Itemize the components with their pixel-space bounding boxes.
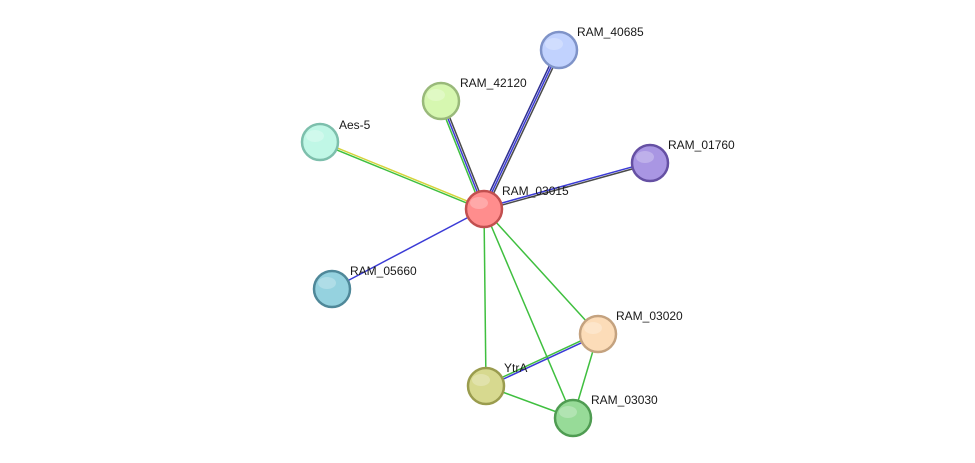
node-ram-01760[interactable]: RAM_01760: [630, 138, 735, 183]
node-label: RAM_40685: [577, 25, 644, 39]
node-highlight: [306, 130, 324, 142]
node-label: YtrA: [504, 361, 527, 375]
edge-evidence-line: [484, 163, 651, 211]
node-label: RAM_03020: [616, 309, 683, 323]
edge-evidence-line: [331, 208, 485, 290]
node-highlight: [470, 197, 488, 209]
node-circle[interactable]: [464, 189, 504, 229]
node-ram-03015[interactable]: RAM_03015: [464, 184, 569, 229]
edge-evidence-line: [320, 140, 485, 209]
node-label: RAM_01760: [668, 138, 735, 152]
node-circle[interactable]: [539, 30, 579, 70]
edge-ram-03015-aes-5[interactable]: [319, 140, 485, 211]
edge-evidence-line: [483, 208, 487, 387]
nodes-layer: RAM_03015 RAM_40685RAM_42120Aes-5RAM_0176…: [300, 25, 735, 438]
node-highlight: [318, 277, 336, 289]
node-ytra[interactable]: YtrA: [466, 361, 527, 406]
node-circle[interactable]: [630, 143, 670, 183]
node-label: RAM_05660: [350, 264, 417, 278]
edge-ram-03015-ram-05660[interactable]: [331, 208, 485, 290]
node-label: RAM_03030: [591, 393, 658, 407]
node-highlight: [636, 151, 654, 163]
edge-ytra-ram-03020[interactable]: [485, 332, 599, 388]
edge-evidence-line: [438, 101, 483, 211]
node-highlight: [584, 322, 602, 334]
node-highlight: [427, 89, 445, 101]
node-circle[interactable]: [553, 398, 593, 438]
node-ram-03030[interactable]: RAM_03030: [553, 393, 658, 438]
node-label: RAM_42120: [460, 76, 527, 90]
node-circle[interactable]: [300, 122, 340, 162]
edge-evidence-line: [483, 161, 650, 209]
node-ram-03020[interactable]: RAM_03020: [578, 309, 683, 354]
node-label: Aes-5: [339, 118, 371, 132]
node-circle[interactable]: [578, 314, 618, 354]
node-circle[interactable]: [312, 269, 352, 309]
node-highlight: [472, 374, 490, 386]
edge-ram-03015-ram-03030[interactable]: [483, 208, 574, 419]
edge-ram-03015-ytra[interactable]: [483, 208, 487, 387]
edge-ram-03015-ram-03020[interactable]: [483, 208, 599, 335]
edge-ram-03015-ram-01760[interactable]: [483, 161, 651, 211]
node-aes-5[interactable]: Aes-5: [300, 118, 371, 162]
node-label: RAM_03015: [502, 184, 569, 198]
edge-evidence-line: [481, 48, 558, 209]
edge-evidence-line: [442, 99, 487, 209]
edge-evidence-line: [486, 334, 599, 388]
edges-layer: [319, 48, 651, 419]
node-highlight: [559, 406, 577, 418]
edge-evidence-line: [483, 208, 574, 419]
node-highlight: [545, 38, 563, 50]
node-ram-42120[interactable]: RAM_42120: [421, 76, 527, 121]
edge-ram-03015-ram-40685[interactable]: [481, 48, 562, 211]
node-circle[interactable]: [466, 366, 506, 406]
edge-evidence-line: [440, 100, 485, 210]
node-ram-40685[interactable]: RAM_40685: [539, 25, 644, 70]
edge-evidence-line: [319, 142, 484, 211]
edge-ram-03015-ram-42120[interactable]: [438, 99, 487, 211]
node-ram-05660[interactable]: RAM_05660: [312, 264, 417, 309]
edge-evidence-line: [485, 332, 598, 386]
edge-evidence-line: [483, 208, 599, 335]
node-circle[interactable]: [421, 81, 461, 121]
edge-evidence-line: [483, 49, 560, 210]
edge-evidence-line: [485, 50, 562, 211]
